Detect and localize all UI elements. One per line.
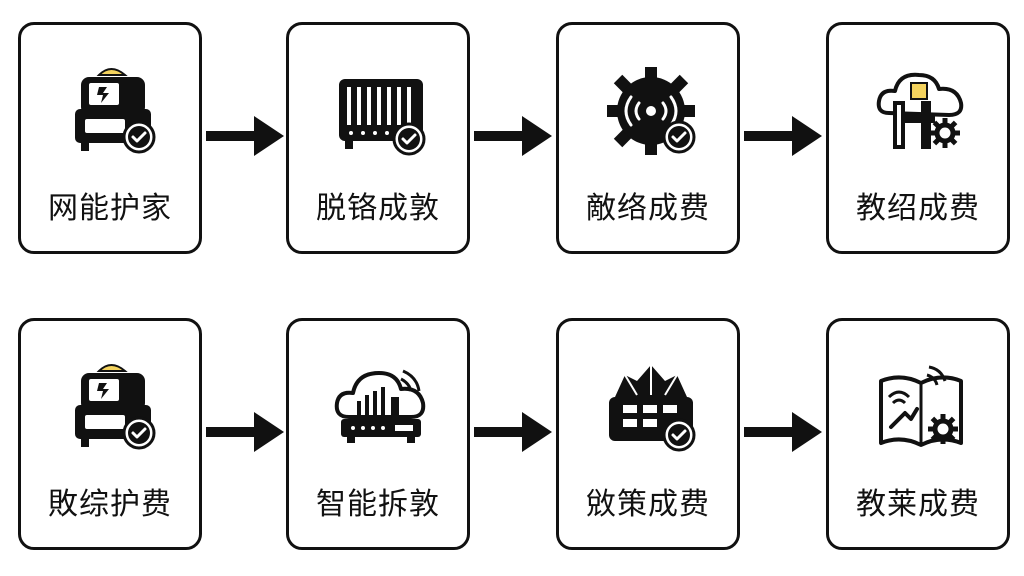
cloud-router-icon	[334, 369, 426, 443]
step-card-2: 脱铬成敦	[286, 22, 470, 254]
step-label: 网能护家	[48, 191, 172, 226]
arrow-right-icon	[744, 412, 822, 452]
toaster-check-icon	[75, 364, 156, 450]
arrow-right-icon	[206, 412, 284, 452]
diagram-row-2: 敗综护费	[0, 318, 1024, 554]
cloud-gear-icon	[876, 72, 964, 161]
step-card-5: 敗综护费	[18, 318, 202, 550]
toaster-check-icon	[75, 68, 156, 154]
step-card-6: 智能拆敦	[286, 318, 470, 550]
diagram-row-1: 网能护家 脱铬	[0, 22, 1024, 258]
step-card-3: 敵络成费	[556, 22, 740, 254]
server-check-icon	[609, 365, 696, 452]
arrow-right-icon	[206, 116, 284, 156]
arrow-right-icon	[474, 412, 552, 452]
step-label: 智能拆敦	[316, 487, 440, 522]
radiator-check-icon	[339, 79, 426, 156]
book-gear-icon	[879, 365, 963, 447]
step-label: 敗综护费	[48, 487, 172, 522]
step-label: 教莱成费	[856, 487, 980, 522]
step-label: 敓策成费	[586, 487, 710, 522]
gear-wifi-check-icon	[607, 67, 696, 155]
step-label: 脱铬成敦	[316, 191, 440, 226]
step-label: 敵络成费	[586, 191, 710, 226]
step-card-4: 教绍成费	[826, 22, 1010, 254]
step-card-7: 敓策成费	[556, 318, 740, 550]
step-card-1: 网能护家	[18, 22, 202, 254]
arrow-right-icon	[744, 116, 822, 156]
step-card-8: 教莱成费	[826, 318, 1010, 550]
arrow-right-icon	[474, 116, 552, 156]
step-label: 教绍成费	[856, 191, 980, 226]
